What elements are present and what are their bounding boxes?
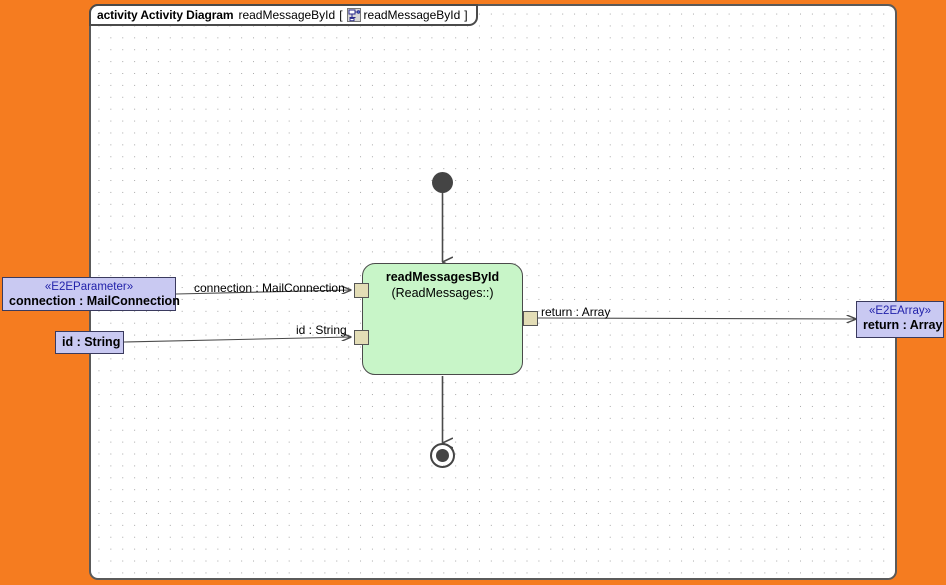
parameter-stereotype-return: «E2EArray» (868, 305, 931, 317)
parameter-node-id[interactable]: id : String (55, 331, 124, 354)
input-pin-id[interactable] (354, 330, 369, 345)
parameter-label-connection: connection : MailConnection (9, 294, 180, 309)
input-pin-connection[interactable] (354, 283, 369, 298)
parameter-node-connection[interactable]: «E2EParameter» connection : MailConnecti… (2, 277, 180, 311)
activity-final-node-inner (436, 449, 449, 462)
frame-keyword: activity Activity Diagram (97, 8, 234, 22)
edge-label-connection: connection : MailConnection (194, 281, 345, 295)
frame-bracket-close: ] (464, 8, 468, 22)
parameter-node-return[interactable]: «E2EArray» return : Array (856, 301, 944, 338)
activity-diagram-icon (346, 8, 361, 22)
parameter-label-id: id : String (62, 335, 121, 349)
edge-label-return: return : Array (541, 305, 611, 319)
activity-final-node[interactable] (430, 443, 455, 468)
activity-diagram-frame (89, 4, 897, 580)
output-pin-return[interactable] (523, 311, 538, 326)
frame-bracket-open: [ (339, 8, 343, 22)
parameter-stereotype-connection: «E2EParameter» (44, 281, 134, 293)
call-behavior-action-readMessagesById[interactable]: readMessagesById (ReadMessages::) (362, 263, 523, 375)
call-node-title: readMessagesById (385, 270, 500, 284)
frame-qualified-name: readMessageById (363, 8, 461, 22)
parameter-label-return: return : Array (863, 318, 943, 333)
frame-diagram-name: readMessageById (238, 8, 336, 22)
call-node-subtitle: (ReadMessages::) (391, 286, 494, 300)
diagram-frame-header: activity Activity Diagram readMessageByI… (89, 4, 478, 26)
edge-label-id: id : String (296, 323, 347, 337)
initial-node[interactable] (432, 172, 453, 193)
